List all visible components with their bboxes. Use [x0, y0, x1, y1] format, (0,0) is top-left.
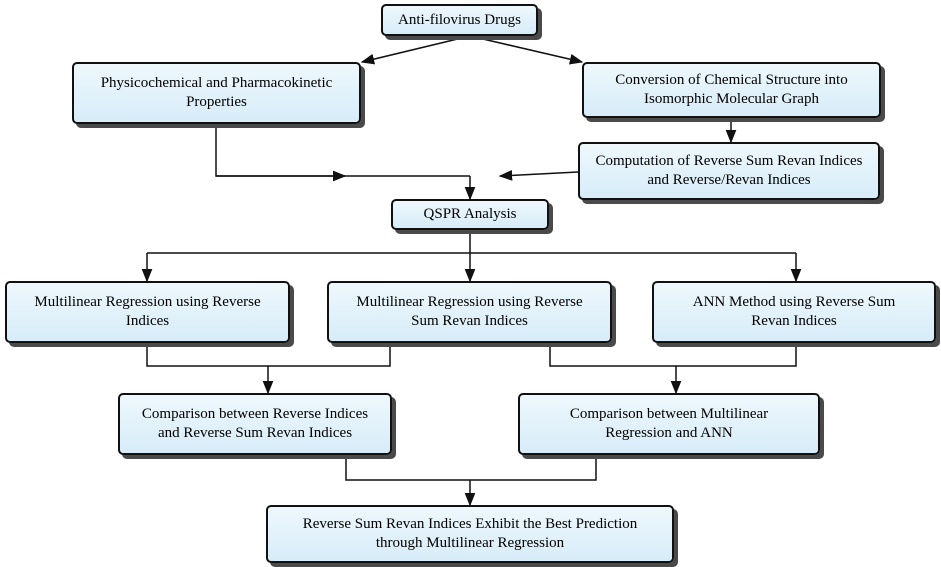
arrow-to-physchem	[360, 35, 471, 65]
node-comparison-indices: Comparison between Reverse Indices and R…	[118, 393, 392, 455]
arrow-to-conversion	[469, 35, 584, 65]
node-mlr-reverse-sum-revan: Multilinear Regression using Reverse Sum…	[327, 281, 612, 343]
arrow-merge-right	[498, 169, 579, 181]
line-rsr-ann-join	[549, 343, 797, 367]
node-qspr-analysis: QSPR Analysis	[391, 199, 549, 230]
node-mlr-reverse-indices: Multilinear Regression using Reverse Ind…	[5, 281, 290, 343]
node-index-computation: Computation of Reverse Sum Revan Indices…	[578, 142, 880, 200]
node-antifilovirus-drugs: Anti-filovirus Drugs	[381, 4, 538, 36]
line-mlr-reverse-join	[146, 343, 391, 367]
line-cmp-join	[345, 455, 597, 481]
node-structure-conversion: Conversion of Chemical Structure into Is…	[582, 62, 881, 118]
node-physicochemical-properties: Physicochemical and Pharmacokinetic Prop…	[72, 62, 361, 124]
node-comparison-methods: Comparison between Multilinear Regressio…	[518, 393, 820, 455]
line-physchem-down	[215, 124, 470, 177]
node-best-prediction-result: Reverse Sum Revan Indices Exhibit the Be…	[266, 505, 674, 563]
node-ann-method: ANN Method using Reverse Sum Revan Indic…	[652, 281, 936, 343]
